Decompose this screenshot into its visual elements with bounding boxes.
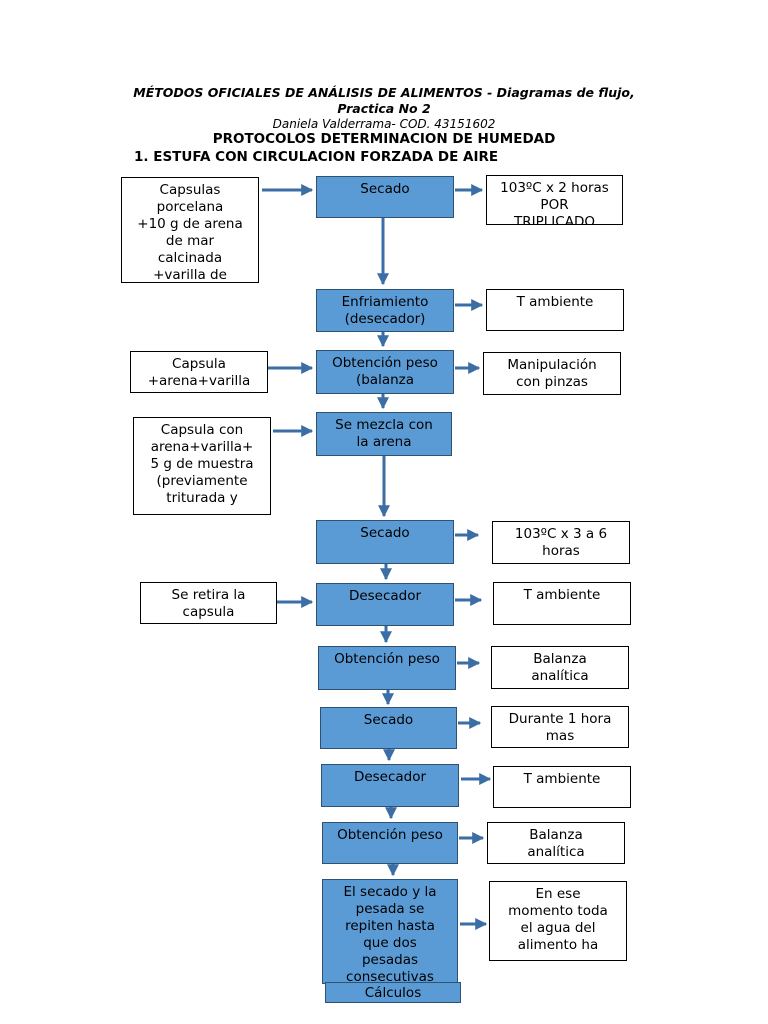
step-obtencion-peso-3: Obtención peso <box>322 822 458 864</box>
cond-t-ambiente-1: T ambiente <box>486 289 624 331</box>
step-calculos: Cálculos <box>325 982 461 1003</box>
step-secado-3: Secado <box>320 707 457 749</box>
cond-t-ambiente-3: T ambiente <box>493 766 631 808</box>
step-secado-1: Secado <box>316 176 454 218</box>
step-repeticion: El secado y la pesada se repiten hasta q… <box>322 879 458 984</box>
document-title-line1: MÉTODOS OFICIALES DE ANÁLISIS DE ALIMENT… <box>133 85 635 100</box>
input-capsula-muestra: Capsula con arena+varilla+ 5 g de muestr… <box>133 417 271 515</box>
input-retira-capsula: Se retira la capsula <box>140 582 277 624</box>
input-capsulas-porcelana: Capsulas porcelana +10 g de arena de mar… <box>121 177 259 283</box>
cond-t-ambiente-2: T ambiente <box>493 582 631 625</box>
author-line: Daniela Valderrama- COD. 43151602 <box>272 117 496 131</box>
cond-balanza-analitica-2: Balanza analítica <box>487 822 625 864</box>
protocol-heading: PROTOCOLOS DETERMINACION DE HUMEDAD <box>212 131 556 147</box>
step-desecador-2: Desecador <box>321 764 459 807</box>
step-enfriamiento: Enfriamiento (desecador) <box>316 289 454 332</box>
step-obtencion-peso-1: Obtención peso (balanza <box>316 350 454 394</box>
step-secado-2: Secado <box>316 520 454 564</box>
method-heading: 1. ESTUFA CON CIRCULACION FORZADA DE AIR… <box>134 149 499 165</box>
step-desecador-1: Desecador <box>316 583 454 626</box>
cond-103c-2-horas: 103ºC x 2 horas POR TRIPLICADO <box>486 175 623 225</box>
cond-agua-alimento: En ese momento toda el agua del alimento… <box>489 881 627 961</box>
input-capsula-arena-varilla: Capsula +arena+varilla <box>130 351 268 393</box>
step-mezcla-arena: Se mezcla con la arena <box>316 412 452 456</box>
cond-balanza-analitica-1: Balanza analítica <box>491 646 629 689</box>
cond-manipulacion-pinzas: Manipulación con pinzas <box>483 352 621 395</box>
step-obtencion-peso-2: Obtención peso <box>318 646 456 690</box>
cond-durante-1-hora: Durante 1 hora mas <box>491 706 629 748</box>
cond-103c-3-6-horas: 103ºC x 3 a 6 horas <box>492 521 630 564</box>
document-title-line2: Practica No 2 <box>337 101 431 116</box>
